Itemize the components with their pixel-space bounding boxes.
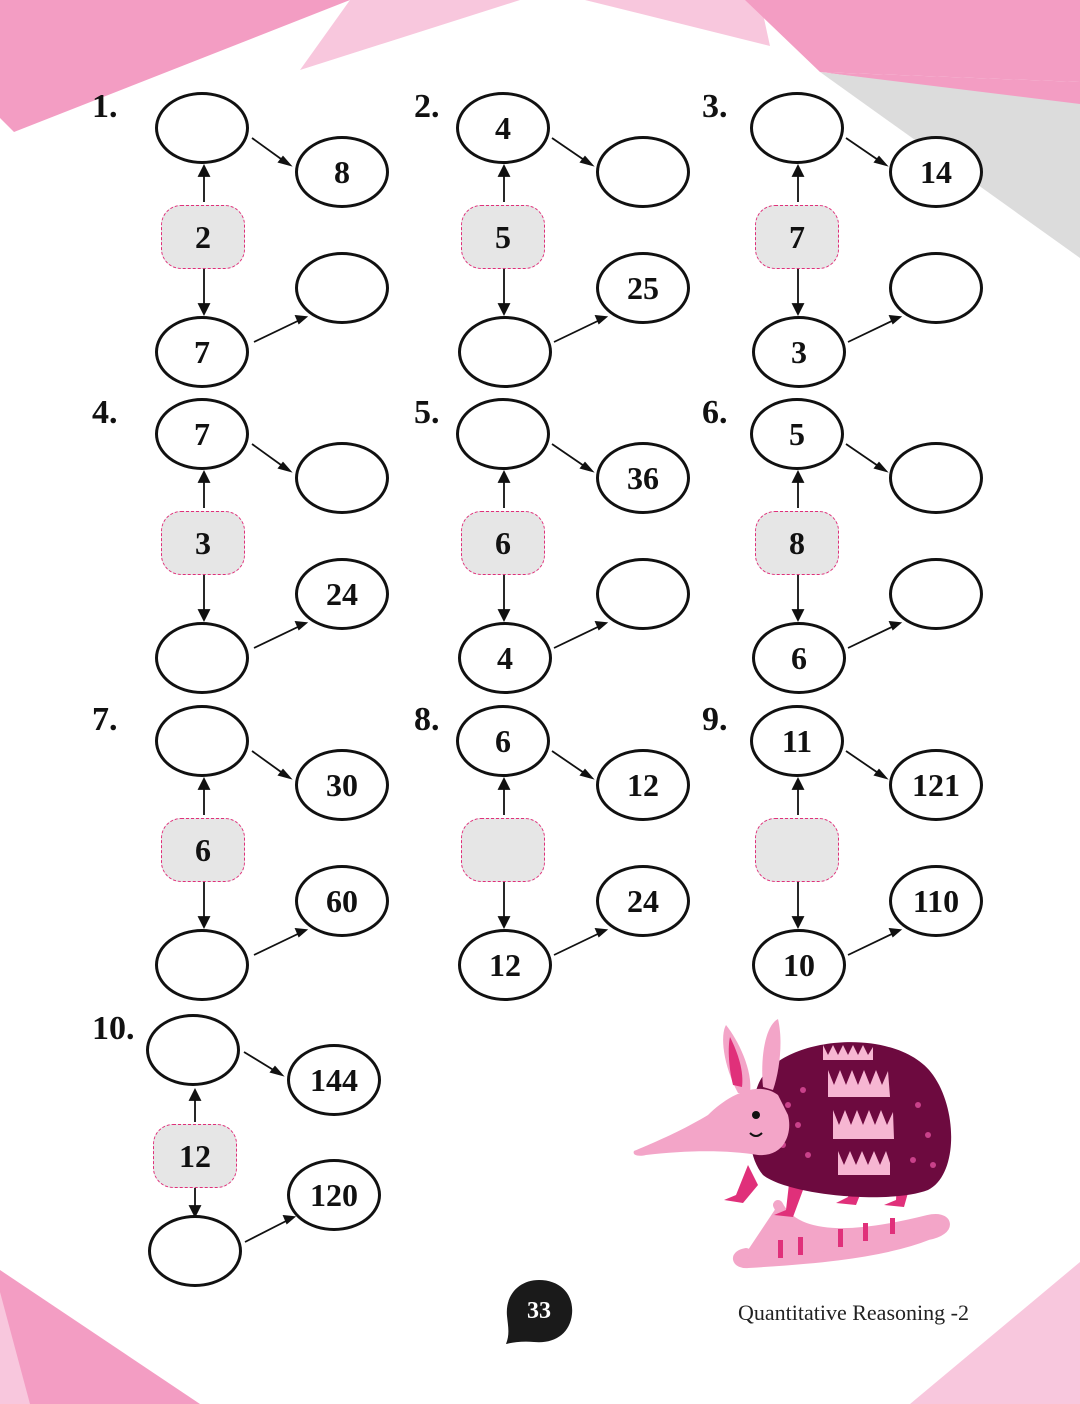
multiplier-box[interactable] xyxy=(755,818,839,882)
top-right-oval[interactable]: 8 xyxy=(295,136,389,208)
multiplier-box[interactable]: 3 xyxy=(161,511,245,575)
bottom-left-oval[interactable]: 10 xyxy=(752,929,846,1001)
problem-number: 2. xyxy=(414,88,440,125)
problem-2: 2. 4 5 25 xyxy=(414,88,694,390)
top-left-oval[interactable]: 4 xyxy=(456,92,550,164)
problem-number: 3. xyxy=(702,88,728,125)
problem-8: 8. 6 12 24 12 xyxy=(414,701,694,1003)
problem-number: 1. xyxy=(92,88,118,125)
top-left-oval[interactable] xyxy=(456,398,550,470)
problem-7: 7. 30 6 60 xyxy=(92,701,389,1003)
arrows xyxy=(791,443,903,649)
problem-3: 3. 14 7 3 xyxy=(702,88,983,390)
bottom-right-oval[interactable]: 60 xyxy=(295,865,389,937)
multiplier-box[interactable]: 5 xyxy=(461,205,545,269)
problem-4: 4. 7 3 24 xyxy=(92,394,389,696)
multiplier-box[interactable]: 12 xyxy=(153,1124,237,1188)
top-right-oval[interactable]: 14 xyxy=(889,136,983,208)
bottom-left-oval[interactable]: 7 xyxy=(155,316,249,388)
arrows xyxy=(497,750,609,956)
badge-shape xyxy=(506,1280,573,1344)
top-left-oval[interactable]: 6 xyxy=(456,705,550,777)
page-number-badge: 33 xyxy=(502,1276,576,1346)
problem-1: 1. 8 2 7 xyxy=(92,88,389,390)
multiplier-box[interactable]: 2 xyxy=(161,205,245,269)
top-left-oval[interactable] xyxy=(155,705,249,777)
top-left-oval[interactable]: 5 xyxy=(750,398,844,470)
armadillo-illustration xyxy=(633,1019,952,1269)
book-title: Quantitative Reasoning -2 xyxy=(738,1300,969,1325)
problem-number: 7. xyxy=(92,701,118,738)
arrows xyxy=(197,137,309,343)
top-right-oval[interactable]: 36 xyxy=(596,442,690,514)
bottom-right-oval[interactable] xyxy=(889,252,983,324)
top-left-oval[interactable] xyxy=(146,1014,240,1086)
bottom-left-oval[interactable] xyxy=(155,929,249,1001)
bottom-right-oval[interactable]: 110 xyxy=(889,865,983,937)
multiplier-box[interactable]: 7 xyxy=(755,205,839,269)
bottom-right-oval[interactable]: 120 xyxy=(287,1159,381,1231)
problem-number: 9. xyxy=(702,701,728,738)
bottom-left-oval[interactable]: 4 xyxy=(458,622,552,694)
problem-number: 5. xyxy=(414,394,440,431)
problem-9: 9. 11 121 110 10 xyxy=(702,701,983,1003)
top-left-oval[interactable] xyxy=(750,92,844,164)
bottom-left-oval[interactable] xyxy=(458,316,552,388)
problem-number: 4. xyxy=(92,394,118,431)
problem-5: 5. 36 6 4 xyxy=(414,394,694,696)
bottom-right-oval[interactable]: 24 xyxy=(596,865,690,937)
bottom-right-oval[interactable] xyxy=(295,252,389,324)
problem-10: 10. 144 12 120 xyxy=(92,1010,381,1312)
bottom-right-oval[interactable]: 24 xyxy=(295,558,389,630)
multiplier-box[interactable]: 6 xyxy=(161,818,245,882)
bottom-left-oval[interactable] xyxy=(155,622,249,694)
top-left-oval[interactable] xyxy=(155,92,249,164)
top-right-oval[interactable]: 12 xyxy=(596,749,690,821)
problem-number: 6. xyxy=(702,394,728,431)
problem-number: 10. xyxy=(92,1010,135,1047)
arrows xyxy=(497,443,609,649)
multiplier-box[interactable]: 8 xyxy=(755,511,839,575)
top-right-oval[interactable]: 144 xyxy=(287,1044,381,1116)
top-left-oval[interactable]: 7 xyxy=(155,398,249,470)
arrows xyxy=(791,137,903,343)
bottom-right-oval[interactable]: 25 xyxy=(596,252,690,324)
bottom-left-oval[interactable]: 12 xyxy=(458,929,552,1001)
arrows xyxy=(188,1051,297,1243)
bottom-right-oval[interactable] xyxy=(889,558,983,630)
bottom-left-oval[interactable]: 3 xyxy=(752,316,846,388)
top-right-oval[interactable]: 30 xyxy=(295,749,389,821)
arrows xyxy=(497,137,609,343)
arrows xyxy=(791,750,903,956)
bottom-left-oval[interactable]: 6 xyxy=(752,622,846,694)
arrows xyxy=(197,750,309,956)
multiplier-box[interactable] xyxy=(461,818,545,882)
problem-number: 8. xyxy=(414,701,440,738)
top-right-oval[interactable] xyxy=(295,442,389,514)
bottom-right-oval[interactable] xyxy=(596,558,690,630)
problem-6: 6. 5 8 6 xyxy=(702,394,983,696)
top-right-oval[interactable] xyxy=(596,136,690,208)
arrows xyxy=(197,443,309,649)
page-number: 33 xyxy=(527,1297,551,1324)
top-right-oval[interactable]: 121 xyxy=(889,749,983,821)
top-right-oval[interactable] xyxy=(889,442,983,514)
multiplier-box[interactable]: 6 xyxy=(461,511,545,575)
bottom-left-oval[interactable] xyxy=(148,1215,242,1287)
top-left-oval[interactable]: 11 xyxy=(750,705,844,777)
